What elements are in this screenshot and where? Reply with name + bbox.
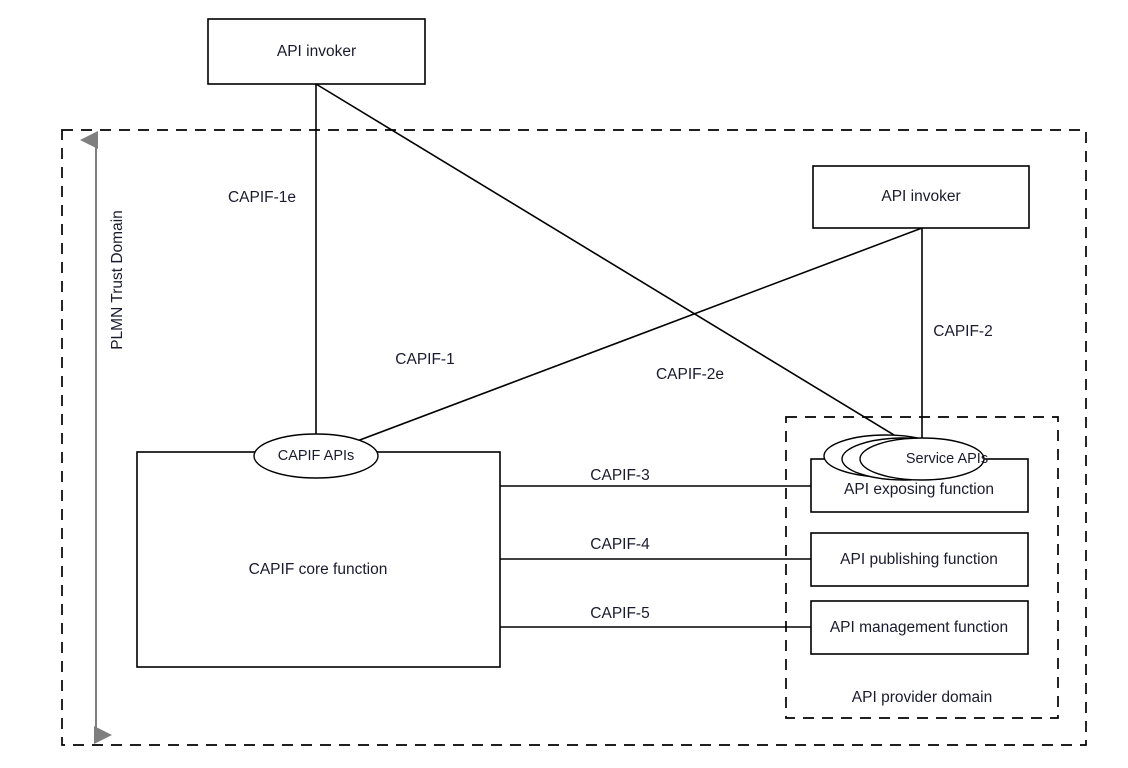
interface-label-capif-2: CAPIF-2 xyxy=(933,323,992,340)
api-publishing-function-label: API publishing function xyxy=(840,551,998,568)
api-invoker-internal-label: API invoker xyxy=(881,188,960,205)
box-api-invoker-internal[interactable] xyxy=(812,165,1030,229)
box-api-publishing-function[interactable] xyxy=(810,532,1029,587)
interface-label-capif-1: CAPIF-1 xyxy=(395,351,454,368)
api-management-function-label: API management function xyxy=(830,619,1008,636)
api-invoker-external-label: API invoker xyxy=(277,43,356,60)
interface-label-capif-2e: CAPIF-2e xyxy=(656,366,724,383)
box-capif-core-function[interactable] xyxy=(136,451,501,668)
box-api-invoker-external[interactable] xyxy=(207,18,426,85)
interface-label-capif-5: CAPIF-5 xyxy=(590,605,649,622)
plmn-trust-domain-boundary xyxy=(61,129,1087,746)
ellipse-service-apis-front[interactable] xyxy=(859,437,985,481)
box-api-management-function[interactable] xyxy=(810,600,1029,655)
connector-capif-1 xyxy=(319,227,923,456)
capif-core-function-label: CAPIF core function xyxy=(249,561,388,578)
api-exposing-function-label: API exposing function xyxy=(844,481,994,498)
service-apis-label: Service APIs xyxy=(906,451,988,467)
ellipse-capif-apis[interactable] xyxy=(253,433,379,479)
interface-label-capif-4: CAPIF-4 xyxy=(590,536,650,553)
connector-capif-2e xyxy=(315,83,923,453)
api-provider-domain-label: API provider domain xyxy=(852,689,992,706)
plmn-trust-domain-label: PLMN Trust Domain xyxy=(109,210,126,350)
capif-apis-label: CAPIF APIs xyxy=(278,448,355,464)
interface-label-capif-3: CAPIF-3 xyxy=(590,467,649,484)
interface-label-capif-1e: CAPIF-1e xyxy=(228,189,296,206)
